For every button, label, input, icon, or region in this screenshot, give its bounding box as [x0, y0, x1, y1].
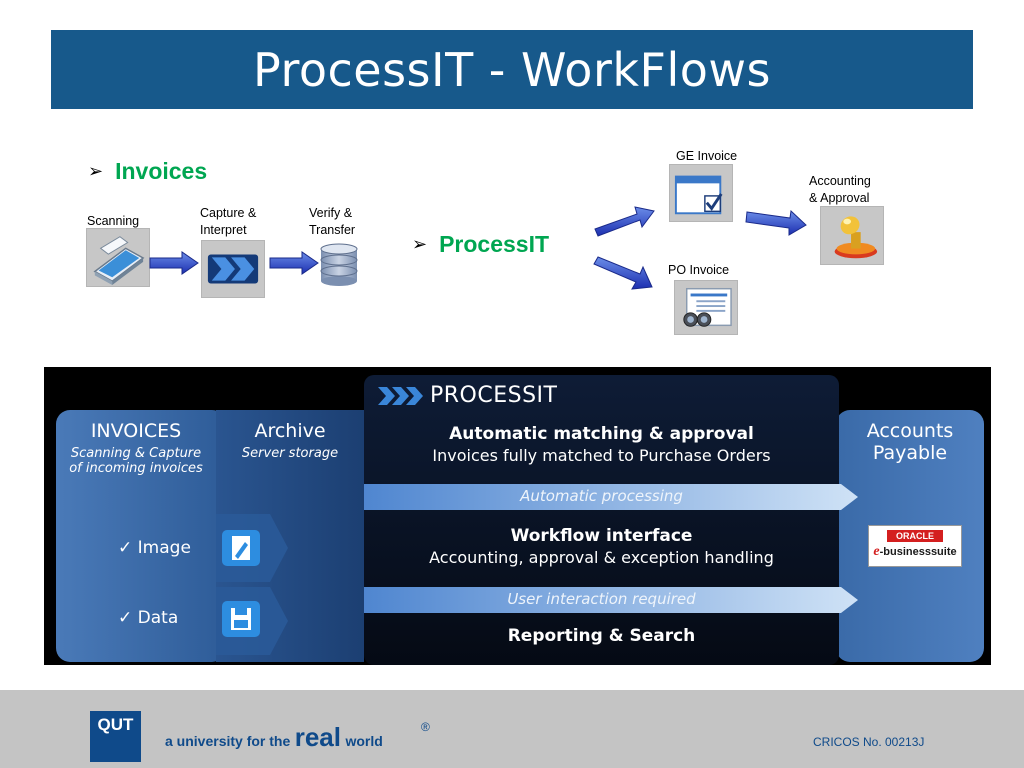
- arrow-to-accounting: [745, 209, 807, 236]
- checked-window-icon: [674, 175, 723, 215]
- arrow-scanning-to-capture: [149, 251, 199, 275]
- row-automatic-matching: Automatic matching & approval Invoices f…: [364, 424, 839, 465]
- arrow-capture-to-verify: [269, 251, 319, 275]
- arrow-to-po-invoice: [593, 256, 653, 290]
- stamp-icon: [834, 216, 878, 259]
- invoices-panel-sub2: of incoming invoices: [69, 461, 203, 476]
- row2-sub: Accounting, approval & exception handlin…: [429, 548, 774, 567]
- document-binoculars-icon: [683, 287, 732, 327]
- scanner-icon: [93, 236, 145, 286]
- image-icon: [221, 529, 261, 567]
- database-icon: [318, 242, 360, 288]
- row-workflow-interface: Workflow interface Accounting, approval …: [364, 526, 839, 567]
- accounting-approval-label: Accounting & Approval: [809, 174, 871, 205]
- archive-panel-title: Archive: [254, 420, 326, 442]
- capture-interpret-label: Capture & Interpret: [200, 206, 257, 237]
- archive-panel: Archive Server storage: [220, 420, 360, 461]
- processit-banner: PROCESSIT INVOICES Scanning & Capture of…: [44, 367, 991, 665]
- accounts-payable-panel: Accounts Payable: [866, 420, 954, 464]
- ebusiness-text: e-businesssuite: [873, 544, 957, 559]
- bullet-arrow-icon: ➢: [412, 234, 428, 254]
- row2-title: Workflow interface: [510, 526, 693, 546]
- po-invoice-tile: [674, 280, 738, 335]
- verify-transfer-label: Verify & Transfer: [309, 206, 356, 237]
- processit-bullet-label: ProcessIT: [439, 231, 550, 257]
- row1-sub: Invoices fully matched to Purchase Order…: [432, 446, 771, 465]
- university-tagline: a university for the real world: [165, 722, 383, 752]
- flow-arrows: [149, 206, 807, 290]
- archive-panel-sub: Server storage: [241, 446, 339, 461]
- accounting-tile: [820, 206, 884, 265]
- row-reporting-search: Reporting & Search: [507, 626, 696, 646]
- ge-invoice-label: GE Invoice: [676, 149, 738, 163]
- band-user-interaction: User interaction required: [507, 590, 696, 608]
- invoices-panel-sub1: Scanning & Capture: [70, 446, 202, 461]
- oracle-logo-text: ORACLE: [887, 530, 943, 542]
- capture-tile: [201, 240, 265, 298]
- footer: [0, 690, 1024, 768]
- scanning-label: Scanning: [87, 214, 140, 228]
- invoices-panel: INVOICES Scanning & Capture of incoming …: [60, 420, 212, 476]
- image-check-label: ✓ Image: [118, 538, 191, 558]
- save-disk-icon: [221, 600, 261, 638]
- ge-invoice-tile: [669, 164, 733, 222]
- bullet-arrow-icon: ➢: [88, 161, 104, 181]
- processit-bullet: ➢ ProcessIT: [412, 231, 549, 258]
- banner-background: [56, 375, 984, 665]
- title-bar: ProcessIT - WorkFlows: [51, 30, 973, 109]
- triple-chevron-icon: [378, 386, 423, 405]
- processit-brand: PROCESSIT: [378, 383, 558, 408]
- data-check-label: ✓ Data: [118, 608, 179, 628]
- invoices-bullet-label: Invoices: [115, 158, 208, 184]
- scanner-tile: [86, 228, 150, 287]
- po-invoice-label: PO Invoice: [668, 263, 730, 277]
- invoices-panel-title: INVOICES: [90, 420, 182, 442]
- oracle-ebusiness-logo: ORACLE e-businesssuite: [868, 525, 962, 567]
- processit-brand-text: PROCESSIT: [430, 383, 558, 408]
- check-icon: ✓: [118, 538, 133, 558]
- qut-logo: QUT: [90, 711, 141, 762]
- row1-title: Automatic matching & approval: [449, 424, 754, 444]
- band-automatic-processing: Automatic processing: [520, 487, 683, 505]
- page-title: ProcessIT - WorkFlows: [253, 42, 771, 97]
- invoices-bullet: ➢ Invoices: [88, 158, 207, 185]
- arrow-to-ge-invoice: [594, 206, 655, 237]
- check-icon: ✓: [118, 608, 133, 628]
- double-chevron-icon: [207, 254, 259, 284]
- registered-mark: ®: [421, 720, 430, 734]
- cricos-number: CRICOS No. 00213J: [813, 735, 925, 749]
